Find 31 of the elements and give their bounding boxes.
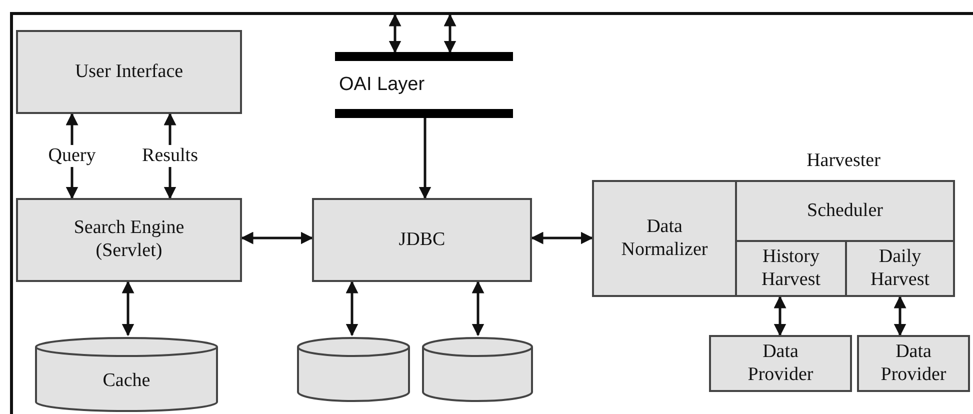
database-cylinder — [422, 335, 533, 402]
node-label: Data Provider — [746, 340, 814, 386]
node-label: Data Normalizer — [620, 216, 709, 262]
layer-label: OAI Layer — [339, 74, 425, 96]
arrow — [388, 14, 402, 54]
node-label: Daily Harvest — [869, 246, 931, 292]
process-box — [16, 198, 242, 282]
arrow — [774, 296, 786, 336]
node-label: User Interface — [74, 60, 184, 84]
arrow — [894, 296, 906, 336]
database-cylinder — [35, 335, 218, 412]
process-box — [857, 335, 970, 392]
group-heading: Harvester — [806, 150, 882, 172]
node-label: Data Provider — [880, 340, 948, 386]
arrow — [122, 280, 134, 336]
process-box — [312, 198, 532, 282]
process-box — [16, 30, 242, 114]
node-label: Search Engine (Servlet) — [72, 217, 186, 263]
arrow — [530, 232, 594, 244]
node-label: Cache — [102, 370, 150, 392]
process-box — [709, 335, 852, 392]
node-label: History Harvest — [760, 246, 822, 292]
node-label: Scheduler — [807, 200, 883, 222]
arrow — [472, 280, 484, 336]
arrow — [346, 280, 358, 336]
database-cylinder — [297, 335, 410, 402]
arrow — [240, 232, 314, 244]
node-label: JDBC — [398, 228, 446, 252]
arrow — [418, 118, 432, 200]
arrow — [444, 14, 456, 54]
layer-band — [335, 52, 513, 118]
